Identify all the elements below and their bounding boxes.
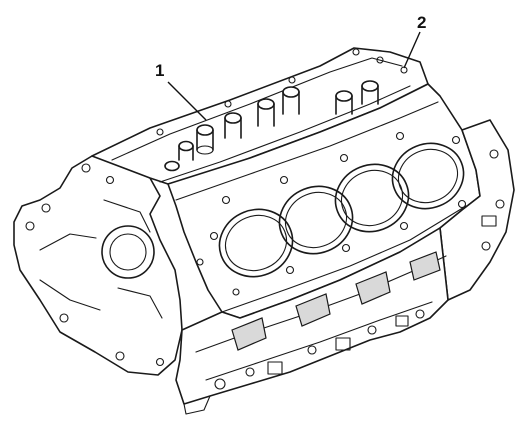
cylinder-bore-2	[278, 185, 354, 255]
cylinder-bore-1	[218, 208, 294, 278]
lifter-bosses	[164, 80, 379, 172]
callout-leader-1	[167, 81, 207, 121]
callout-2: 2	[403, 13, 426, 69]
callout-1: 1	[155, 61, 207, 121]
head-bolt-holes	[196, 131, 467, 296]
callout-leader-2	[403, 31, 421, 69]
front-face	[439, 119, 515, 301]
callout-label-1: 1	[155, 61, 164, 80]
cylinder-bore-3	[334, 163, 410, 233]
callout-label-2: 2	[417, 13, 426, 32]
cylinder-bores	[218, 142, 465, 278]
main-bearing-caps	[231, 251, 441, 351]
cylinder-bore-4	[391, 142, 465, 210]
rear-flange	[13, 155, 183, 376]
engine-block	[13, 47, 515, 415]
